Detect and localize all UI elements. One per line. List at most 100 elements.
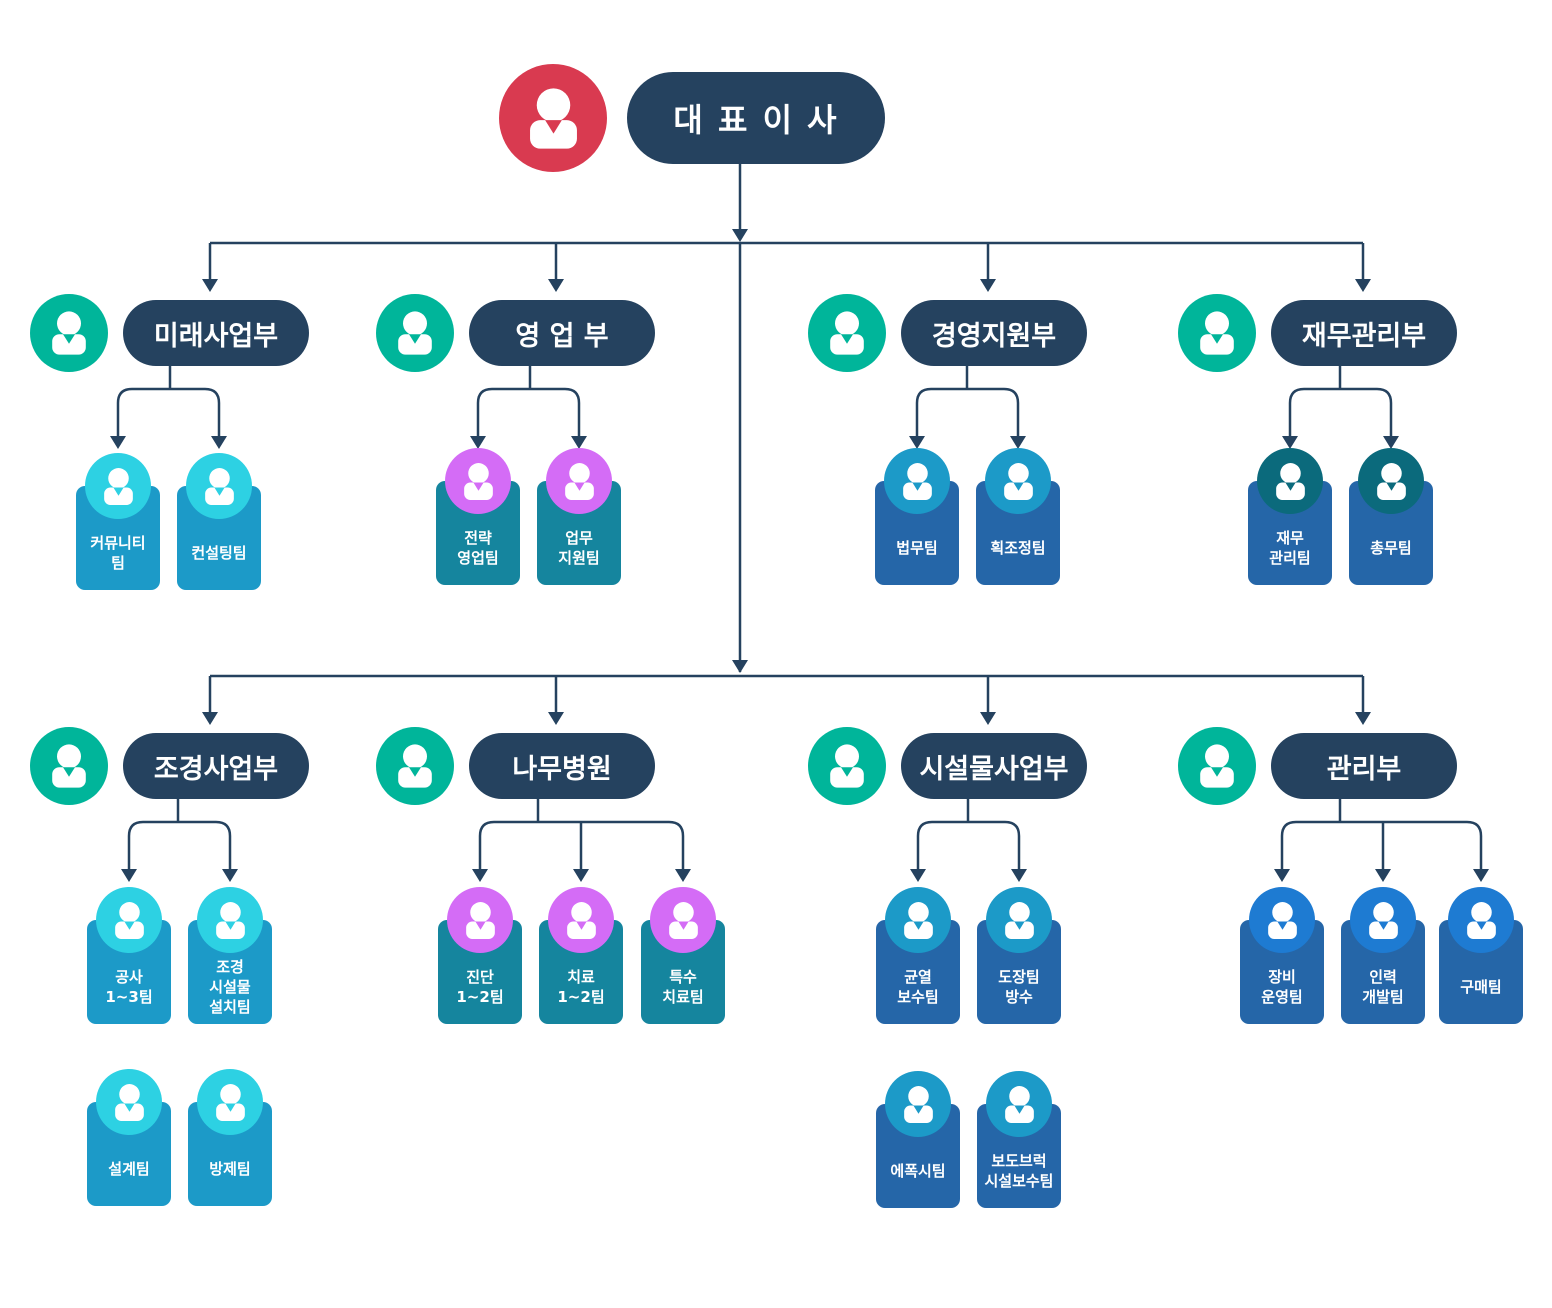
arrow-head xyxy=(222,869,238,882)
team-avatar xyxy=(1358,448,1424,514)
arrow-head xyxy=(202,712,218,725)
department-title: 나무병원 xyxy=(469,733,655,799)
person-icon xyxy=(398,311,432,355)
department-title: 시설물사업부 xyxy=(901,733,1087,799)
team-avatar xyxy=(885,887,951,953)
team-avatar xyxy=(986,887,1052,953)
team-avatar xyxy=(985,448,1051,514)
team-avatar xyxy=(1249,887,1315,953)
team-avatar xyxy=(1350,887,1416,953)
person-icon xyxy=(1200,311,1234,355)
team-avatar xyxy=(650,887,716,953)
department-avatar xyxy=(1178,727,1256,805)
person-icon xyxy=(902,462,932,500)
connector-line xyxy=(116,387,221,441)
department-avatar xyxy=(376,294,454,372)
department-avatar xyxy=(808,294,886,372)
person-icon xyxy=(463,462,493,500)
person-icon xyxy=(1004,901,1034,939)
department-title: 영 업 부 xyxy=(469,300,655,366)
arrow-head xyxy=(1282,436,1298,449)
person-icon xyxy=(1267,901,1297,939)
person-icon xyxy=(215,1083,245,1121)
arrow-head xyxy=(202,279,218,292)
department-title: 미래사업부 xyxy=(123,300,309,366)
arrow-head xyxy=(732,660,748,673)
arrow-head xyxy=(1274,869,1290,882)
department-title: 관리부 xyxy=(1271,733,1457,799)
person-icon xyxy=(52,744,86,788)
arrow-head xyxy=(980,279,996,292)
arrow-head xyxy=(675,869,691,882)
arrow-head xyxy=(1010,436,1026,449)
connector-line xyxy=(476,387,581,441)
connector-line xyxy=(916,820,1021,874)
person-icon xyxy=(668,901,698,939)
person-icon xyxy=(1466,901,1496,939)
department-avatar xyxy=(376,727,454,805)
team-avatar xyxy=(1257,448,1323,514)
arrow-head xyxy=(110,436,126,449)
team-avatar xyxy=(885,1071,951,1137)
department-title: 조경사업부 xyxy=(123,733,309,799)
arrow-head xyxy=(1355,279,1371,292)
department-avatar xyxy=(1178,294,1256,372)
person-icon xyxy=(204,467,234,505)
person-icon xyxy=(114,901,144,939)
person-icon xyxy=(114,1083,144,1121)
team-avatar xyxy=(96,887,162,953)
connector-line xyxy=(1280,820,1483,874)
team-avatar xyxy=(884,448,950,514)
team-avatar xyxy=(986,1071,1052,1137)
person-icon xyxy=(564,462,594,500)
team-avatar xyxy=(186,453,252,519)
team-avatar xyxy=(1448,887,1514,953)
person-icon xyxy=(903,901,933,939)
team-avatar xyxy=(445,448,511,514)
team-avatar xyxy=(546,448,612,514)
arrow-head xyxy=(470,436,486,449)
person-icon xyxy=(529,87,577,149)
person-icon xyxy=(398,744,432,788)
person-icon xyxy=(1376,462,1406,500)
arrow-head xyxy=(732,229,748,242)
arrow-head xyxy=(1383,436,1399,449)
ceo-avatar xyxy=(499,64,607,172)
person-icon xyxy=(566,901,596,939)
arrow-head xyxy=(548,712,564,725)
person-icon xyxy=(1200,744,1234,788)
team-avatar xyxy=(197,1069,263,1135)
department-avatar xyxy=(808,727,886,805)
arrow-head xyxy=(548,279,564,292)
connector-line xyxy=(915,387,1020,441)
person-icon xyxy=(1004,1085,1034,1123)
person-icon xyxy=(103,467,133,505)
arrow-head xyxy=(910,869,926,882)
person-icon xyxy=(465,901,495,939)
person-icon xyxy=(830,311,864,355)
ceo-title: 대 표 이 사 xyxy=(627,72,885,164)
team-avatar xyxy=(548,887,614,953)
arrow-head xyxy=(472,869,488,882)
person-icon xyxy=(52,311,86,355)
connector-line xyxy=(1288,387,1393,441)
team-avatar xyxy=(85,453,151,519)
arrow-head xyxy=(573,869,589,882)
arrow-head xyxy=(909,436,925,449)
department-avatar xyxy=(30,727,108,805)
arrow-head xyxy=(1375,869,1391,882)
team-avatar xyxy=(447,887,513,953)
person-icon xyxy=(903,1085,933,1123)
connector-line xyxy=(127,820,232,874)
person-icon xyxy=(1003,462,1033,500)
team-avatar xyxy=(197,887,263,953)
department-title: 재무관리부 xyxy=(1271,300,1457,366)
arrow-head xyxy=(211,436,227,449)
department-title: 경영지원부 xyxy=(901,300,1087,366)
person-icon xyxy=(830,744,864,788)
arrow-head xyxy=(1011,869,1027,882)
arrow-head xyxy=(1355,712,1371,725)
person-icon xyxy=(1368,901,1398,939)
